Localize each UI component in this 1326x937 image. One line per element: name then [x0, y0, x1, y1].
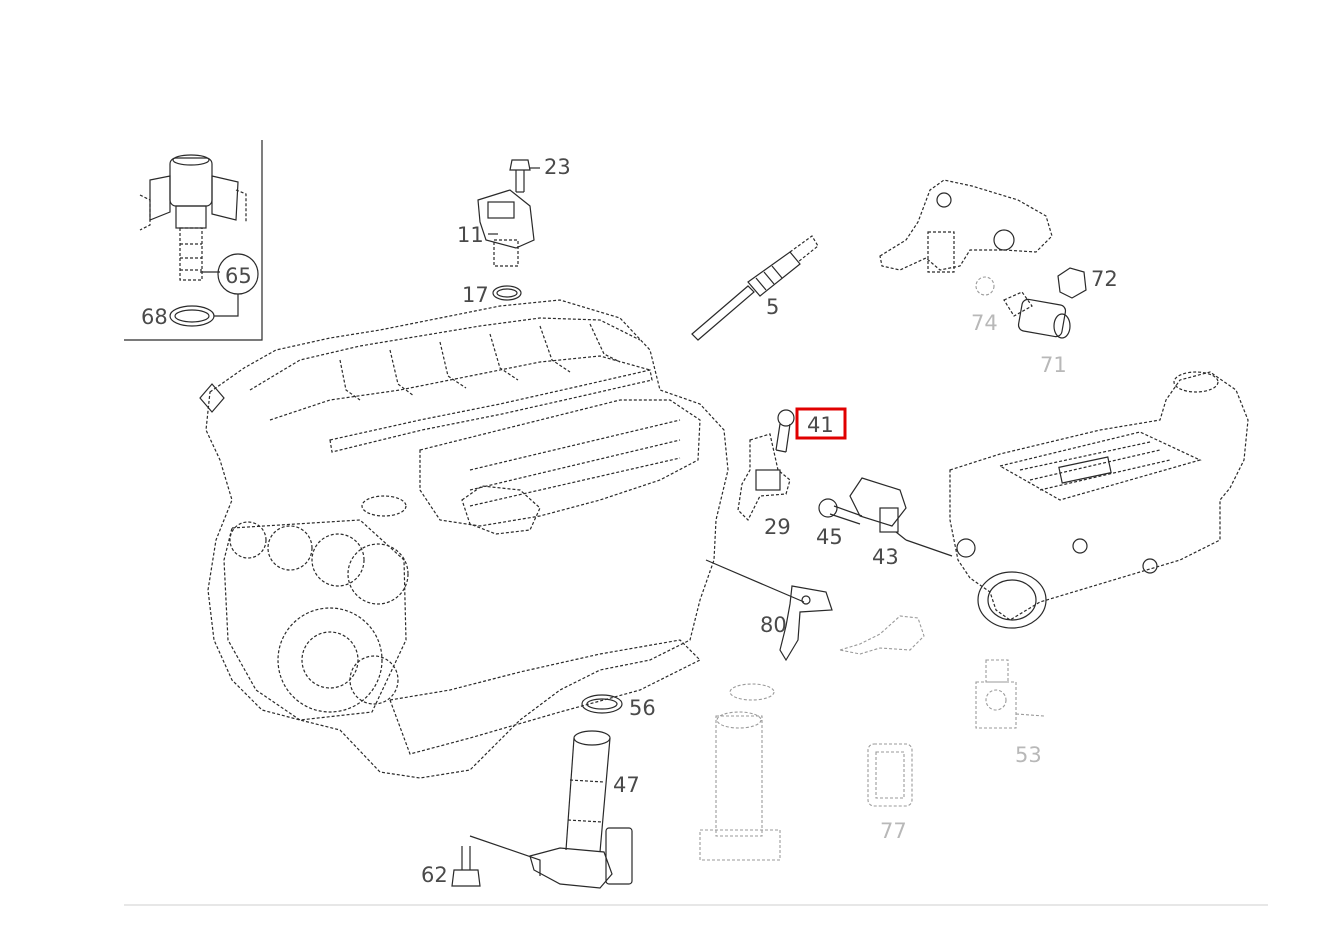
part-label-43[interactable]: 43 — [872, 545, 899, 569]
engine-block — [199, 299, 729, 779]
part-label-80[interactable]: 80 — [760, 613, 787, 637]
part-label-47[interactable]: 47 — [613, 773, 640, 797]
pump-group — [451, 694, 633, 889]
part-labels: 65 68 23 11 17 5 72 74 71 41 29 45 43 80… — [141, 155, 1118, 887]
part-label-72[interactable]: 72 — [1091, 267, 1118, 291]
part-label-53[interactable]: 53 — [1015, 743, 1042, 767]
glow-plug — [691, 235, 819, 341]
part-label-41[interactable]: 41 — [807, 413, 834, 437]
pressure-sensor-group — [818, 477, 953, 557]
part-label-68[interactable]: 68 — [141, 305, 168, 329]
bracket-80 — [705, 559, 833, 662]
part-label-77[interactable]: 77 — [880, 819, 907, 843]
part-label-5[interactable]: 5 — [766, 295, 779, 319]
part-label-74[interactable]: 74 — [971, 311, 998, 335]
sensor-bracket-group — [737, 409, 795, 522]
part-label-71[interactable]: 71 — [1040, 353, 1067, 377]
camshaft-sensor-group — [477, 159, 540, 301]
charge-air-manifold — [949, 371, 1249, 629]
part-label-45[interactable]: 45 — [816, 525, 843, 549]
part-label-29[interactable]: 29 — [764, 515, 791, 539]
part-label-56[interactable]: 56 — [629, 696, 656, 720]
part-label-62[interactable]: 62 — [421, 863, 448, 887]
highlight-box-41 — [795, 407, 847, 440]
part-label-65[interactable]: 65 — [225, 264, 252, 288]
part-label-23[interactable]: 23 — [544, 155, 571, 179]
thermostat-housing-group — [879, 179, 1087, 339]
faint-harness-group — [699, 615, 1045, 861]
inset-panel — [124, 140, 263, 341]
part-label-11[interactable]: 11 — [457, 223, 484, 247]
part-label-17[interactable]: 17 — [462, 283, 489, 307]
